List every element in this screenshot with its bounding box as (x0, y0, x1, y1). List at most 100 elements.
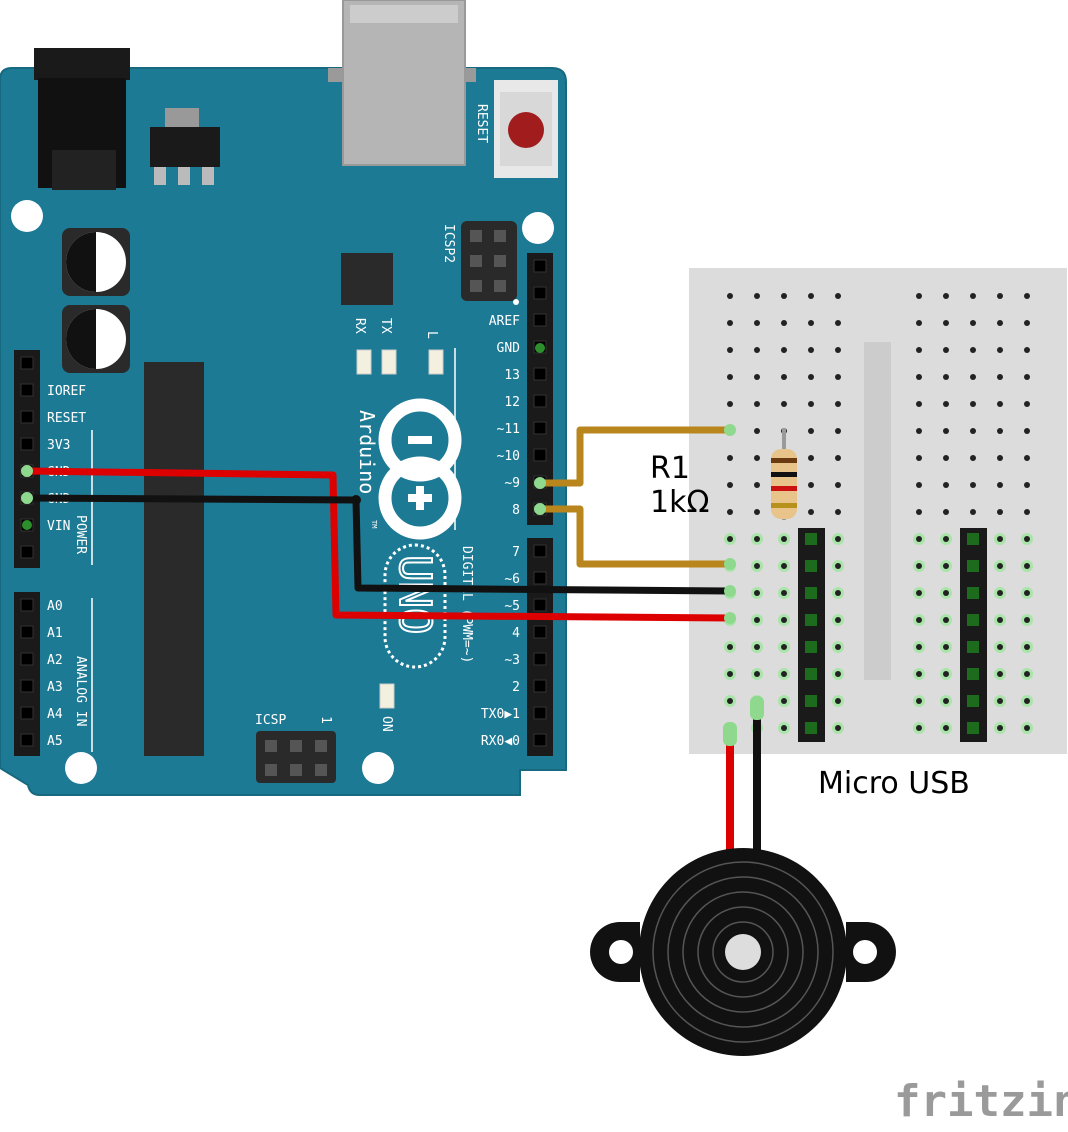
breadboard-hole (1024, 698, 1030, 704)
breadboard-hole (781, 401, 787, 407)
rx-led (356, 349, 372, 375)
breadboard-hole (727, 455, 733, 461)
breadboard-hole (754, 374, 760, 380)
reset-button[interactable] (494, 80, 558, 178)
breadboard-hole (754, 347, 760, 353)
breadboard-hole (916, 320, 922, 326)
breadboard-hole (943, 563, 949, 569)
breadboard-hole (943, 347, 949, 353)
digital-pin-label: GND (497, 341, 521, 356)
breadboard-hole (781, 617, 787, 623)
l-led (428, 349, 444, 375)
header-pin (20, 410, 34, 424)
breadboard-hole (835, 455, 841, 461)
on-label: ON (379, 716, 394, 732)
analog-pin-label: A4 (47, 707, 63, 722)
breadboard-hole (943, 293, 949, 299)
digital-pin-label: 8 (512, 503, 520, 518)
trademark-label: TM (370, 520, 378, 528)
breadboard-hole (835, 509, 841, 515)
breadboard-hole (916, 482, 922, 488)
breadboard-hole (970, 401, 976, 407)
breadboard-hole (970, 320, 976, 326)
breadboard-hole (781, 563, 787, 569)
header-pin (533, 598, 547, 612)
breadboard-hole (1024, 725, 1030, 731)
icsp-header (256, 731, 336, 783)
breadboard-hole (835, 374, 841, 380)
breadboard-hole (967, 641, 979, 653)
digital-pin-label: 13 (504, 368, 520, 383)
breadboard-hole (805, 587, 817, 599)
breadboard-hole (835, 590, 841, 596)
breadboard-hole (1024, 509, 1030, 515)
breadboard-hole (835, 725, 841, 731)
digital-pin-label: ~11 (497, 422, 520, 437)
breadboard-hole (805, 722, 817, 734)
breadboard-hole (997, 320, 1003, 326)
breadboard-hole (781, 374, 787, 380)
breadboard-hole (808, 509, 814, 515)
header-pin (533, 286, 547, 300)
breadboard-hole (781, 644, 787, 650)
header-pin (20, 733, 34, 747)
breadboard-hole (1024, 428, 1030, 434)
breadboard-hole (805, 641, 817, 653)
breadboard-hole (781, 320, 787, 326)
breadboard-hole (805, 668, 817, 680)
breadboard-hole (835, 536, 841, 542)
breadboard-hole (1024, 320, 1030, 326)
breadboard-hole (727, 482, 733, 488)
header-pin (533, 394, 547, 408)
digital-pin-label: 4 (512, 626, 520, 641)
breadboard-hole (997, 644, 1003, 650)
breadboard-hole (967, 560, 979, 572)
header-pin (533, 421, 547, 435)
breadboard-hole (781, 671, 787, 677)
breadboard-hole (997, 536, 1003, 542)
breadboard-hole (835, 482, 841, 488)
breadboard-hole (943, 374, 949, 380)
breadboard-hole (808, 293, 814, 299)
breadboard-hole (805, 533, 817, 545)
icsp-label: ICSP (255, 713, 286, 728)
digital-pin-label: AREF (489, 314, 520, 329)
header-pin (20, 383, 34, 397)
breadboard-hole (835, 563, 841, 569)
breadboard-hole (727, 293, 733, 299)
piezo-buzzer (590, 848, 896, 1056)
breadboard-hole (970, 509, 976, 515)
rx-label: RX (352, 318, 367, 334)
breadboard-hole (781, 536, 787, 542)
breadboard-hole (808, 347, 814, 353)
breadboard-hole (967, 614, 979, 626)
digital-pin-label: TX0▶1 (481, 707, 520, 722)
tx-label: TX (378, 318, 393, 334)
header-pin (533, 625, 547, 639)
breadboard-hole (997, 671, 1003, 677)
breadboard-hole (916, 401, 922, 407)
usb-b-connector (328, 0, 476, 166)
breadboard-hole (835, 347, 841, 353)
digital-label: DIGITAL (PWM=~) (459, 546, 474, 663)
breadboard-hole (781, 698, 787, 704)
digital-pin-label: 7 (512, 545, 520, 560)
reset-label: RESET (474, 104, 489, 143)
breadboard-hole (943, 320, 949, 326)
breadboard-hole (1024, 401, 1030, 407)
tx-led (381, 349, 397, 375)
header-pin (533, 367, 547, 381)
breadboard-hole (997, 590, 1003, 596)
digital-pin-label: ~6 (504, 572, 520, 587)
voltage-regulator (150, 108, 220, 185)
breadboard-hole (835, 428, 841, 434)
wire-pin9-to-resistor (540, 426, 730, 487)
breadboard-hole (727, 509, 733, 515)
breadboard-hole (754, 428, 760, 434)
breadboard-hole (808, 320, 814, 326)
breadboard-hole (970, 347, 976, 353)
arduino-board: RESET ICSP2 RX TX L ON (0, 0, 567, 796)
header-pin (20, 598, 34, 612)
breadboard-hole (916, 428, 922, 434)
breadboard-hole (835, 644, 841, 650)
